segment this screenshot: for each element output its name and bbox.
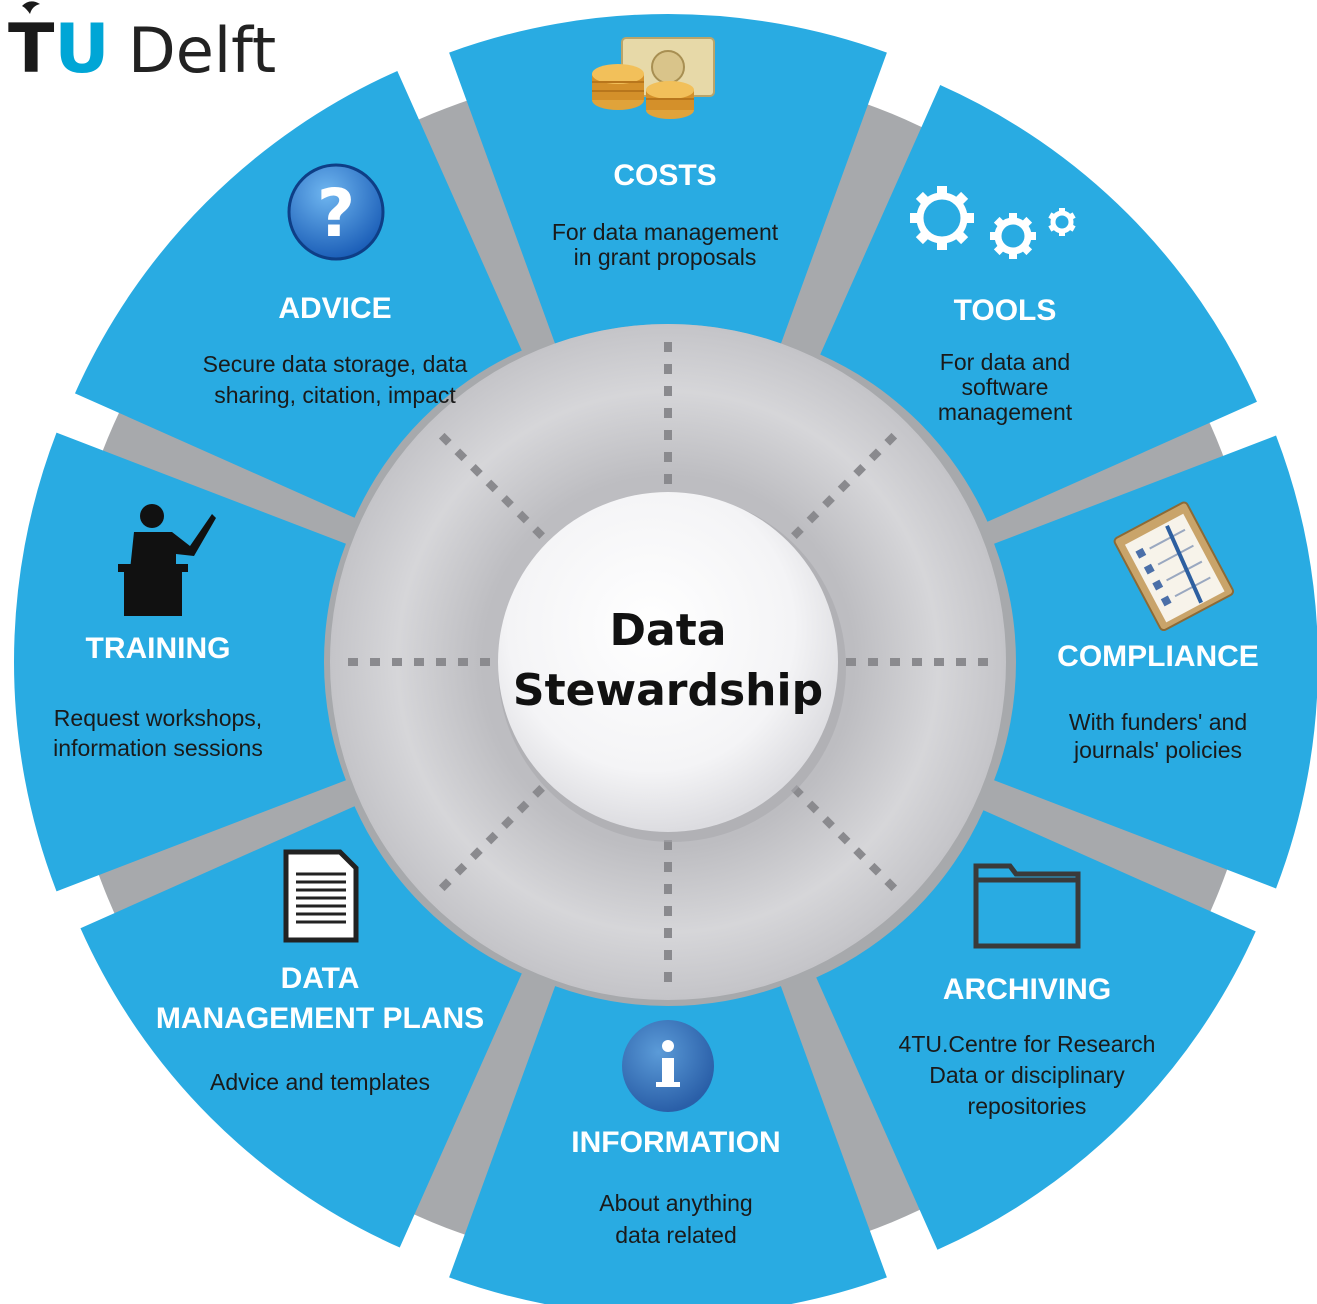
- information-description: data related: [615, 1222, 736, 1248]
- information-description: About anything: [599, 1190, 752, 1216]
- costs-title: COSTS: [613, 159, 716, 192]
- gear-tooth: [1019, 242, 1033, 256]
- center-circle: [498, 492, 838, 832]
- logo-tu: T: [8, 10, 55, 89]
- gear-tooth: [993, 242, 1007, 256]
- gear-tooth: [1059, 229, 1065, 236]
- segment-advice: [74, 70, 522, 518]
- info-icon: [622, 1020, 714, 1112]
- costs-description: For data management: [552, 219, 779, 245]
- training-description: information sessions: [53, 735, 263, 761]
- tools-description: software: [962, 374, 1049, 400]
- training-description: Request workshops,: [54, 705, 262, 731]
- tudelft-logo: TU Delft: [8, 1, 276, 89]
- segment-tools: [820, 85, 1257, 522]
- advice-title: ADVICE: [278, 292, 391, 325]
- archiving-description: 4TU.Centre for Research: [899, 1031, 1156, 1057]
- ring-dividers: [336, 330, 1000, 994]
- ring-divider-7: [430, 424, 545, 539]
- gear-tooth: [915, 191, 932, 208]
- svg-text:TU: TU: [8, 10, 110, 89]
- information-title: INFORMATION: [571, 1126, 780, 1159]
- gear-tooth: [915, 228, 932, 245]
- clipboard-icon: [1113, 501, 1235, 632]
- gear-tooth: [1019, 216, 1033, 230]
- advice-description: Secure data storage, data: [203, 351, 468, 377]
- ring-divider-1: [791, 424, 906, 539]
- document-icon: [283, 849, 359, 943]
- gear-tooth: [952, 191, 969, 208]
- segment-compliance: [994, 435, 1317, 889]
- compliance-title: COMPLIANCE: [1057, 640, 1259, 673]
- tools-title: TOOLS: [954, 294, 1057, 327]
- compliance-description: With funders' and: [1069, 709, 1247, 735]
- archiving-description: repositories: [968, 1093, 1087, 1119]
- gear-tooth: [1059, 208, 1065, 215]
- gear-teeth: [910, 186, 1076, 259]
- presenter-icon: [118, 504, 216, 616]
- advice-description: sharing, citation, impact: [214, 382, 456, 408]
- segments-group: [13, 14, 1317, 1304]
- gear-tooth: [1048, 222, 1058, 232]
- gear-tooth: [1009, 213, 1017, 223]
- tools-description: For data and: [940, 349, 1070, 375]
- costs-description: in grant proposals: [574, 244, 757, 270]
- gear-tooth: [1009, 249, 1017, 259]
- gear-tooth: [937, 186, 947, 198]
- segment-archiving: [816, 810, 1256, 1250]
- segment-information: [449, 986, 887, 1304]
- data-management-plans-title: DATA: [281, 962, 360, 995]
- compliance-description: journals' policies: [1073, 737, 1242, 763]
- archiving-title: ARCHIVING: [943, 973, 1111, 1006]
- gear-tooth: [1026, 232, 1036, 240]
- segment-costs: [449, 14, 887, 344]
- logo-flame-icon: [22, 1, 40, 14]
- segment-training: [13, 432, 346, 892]
- question-icon: ?: [287, 163, 385, 261]
- training-title: TRAINING: [86, 632, 231, 665]
- gear-tooth: [1066, 212, 1076, 222]
- logo-u: U: [54, 10, 109, 89]
- svg-text:?: ?: [317, 175, 355, 252]
- ring-divider-3: [791, 785, 906, 900]
- logo-delft: Delft: [128, 14, 276, 87]
- gear-tooth: [1048, 212, 1058, 222]
- gear-tooth: [910, 213, 922, 223]
- gear-tooth: [962, 213, 974, 223]
- ring-divider-5: [430, 785, 545, 900]
- center-title-line2: Stewardship: [513, 665, 823, 716]
- gear-tooth: [990, 232, 1000, 240]
- gear-tooth: [952, 228, 969, 245]
- folder-icon: [973, 863, 1081, 949]
- coins-icon: [592, 37, 715, 119]
- gear-tooth: [993, 216, 1007, 230]
- data-management-plans-title: MANAGEMENT PLANS: [156, 1002, 484, 1035]
- segment-data-management-plans: [80, 806, 522, 1248]
- center-title-line1: Data: [610, 605, 727, 656]
- gear-tooth: [1066, 222, 1076, 232]
- gear-tooth: [937, 238, 947, 250]
- data-management-plans-description: Advice and templates: [210, 1069, 430, 1095]
- tools-description: management: [938, 399, 1073, 425]
- archiving-description: Data or disciplinary: [929, 1062, 1125, 1088]
